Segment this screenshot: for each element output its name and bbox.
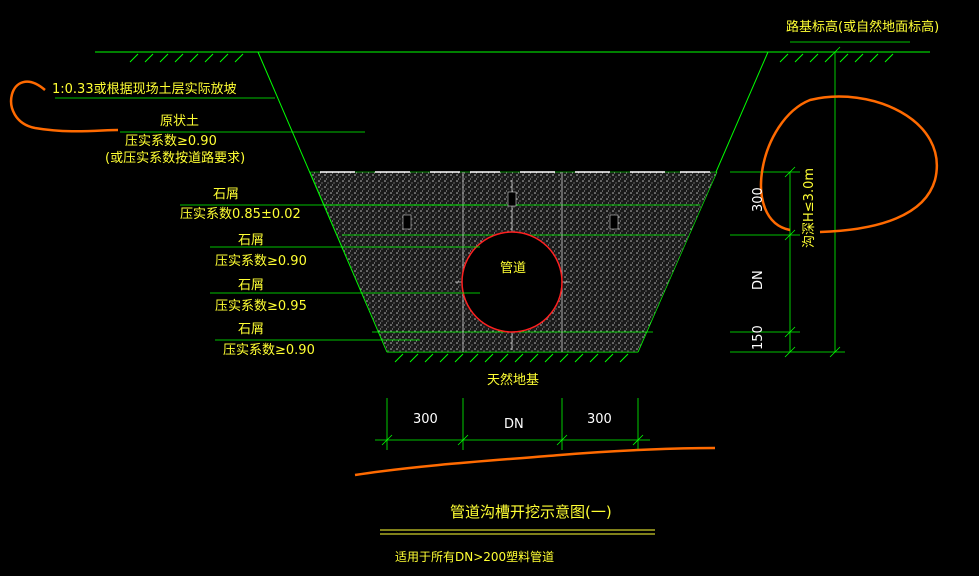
stone-chips-1-label: 石屑	[213, 187, 240, 202]
orange-annotations	[10, 80, 939, 477]
stone-chips-2-label: 石屑	[238, 233, 265, 248]
dim-h-300-right: 300	[587, 412, 612, 427]
pipe-label: 管道	[500, 261, 527, 276]
ground-hatching	[129, 53, 894, 363]
vertical-dimension	[730, 46, 845, 358]
pipe-small-marker-mid	[507, 191, 517, 207]
natural-foundation-label: 天然地基	[487, 373, 540, 388]
compaction-090-road-label: 压实系数≥0.90	[125, 134, 217, 149]
compaction-090-a-label: 压实系数≥0.90	[215, 254, 307, 269]
drawing-title: 管道沟槽开挖示意图(一)	[450, 503, 612, 521]
pipe-circle	[461, 231, 563, 333]
original-soil-label: 原状土	[160, 114, 200, 129]
compaction-085-label: 压实系数0.85±0.02	[180, 207, 301, 222]
compaction-road-note-label: (或压实系数按道路要求)	[105, 151, 246, 166]
title-underline	[380, 529, 655, 535]
drawing-note: 适用于所有DN>200塑料管道	[395, 550, 555, 564]
dim-v-dn: DN	[751, 270, 766, 290]
dim-v-300: 300	[751, 187, 766, 212]
dim-v-150: 150	[751, 325, 766, 350]
leader-lines	[55, 41, 910, 341]
dim-h-dn: DN	[504, 417, 524, 432]
horizontal-dimension	[375, 398, 650, 450]
slope-ratio-label: 1:0.33或根据现场土层实际放坡	[52, 82, 237, 97]
pipe-small-marker-left	[402, 214, 412, 230]
stone-chips-4-label: 石屑	[238, 322, 265, 337]
depth-limit-label: 沟深H≤3.0m	[802, 167, 817, 248]
pipe-small-marker-right	[609, 214, 619, 230]
dim-h-300-left: 300	[413, 412, 438, 427]
compaction-090-b-label: 压实系数≥0.90	[223, 343, 315, 358]
road-base-elevation-label: 路基标高(或自然地面标高)	[786, 20, 940, 35]
stone-chips-3-label: 石屑	[238, 278, 265, 293]
compaction-095-label: 压实系数≥0.95	[215, 299, 307, 314]
